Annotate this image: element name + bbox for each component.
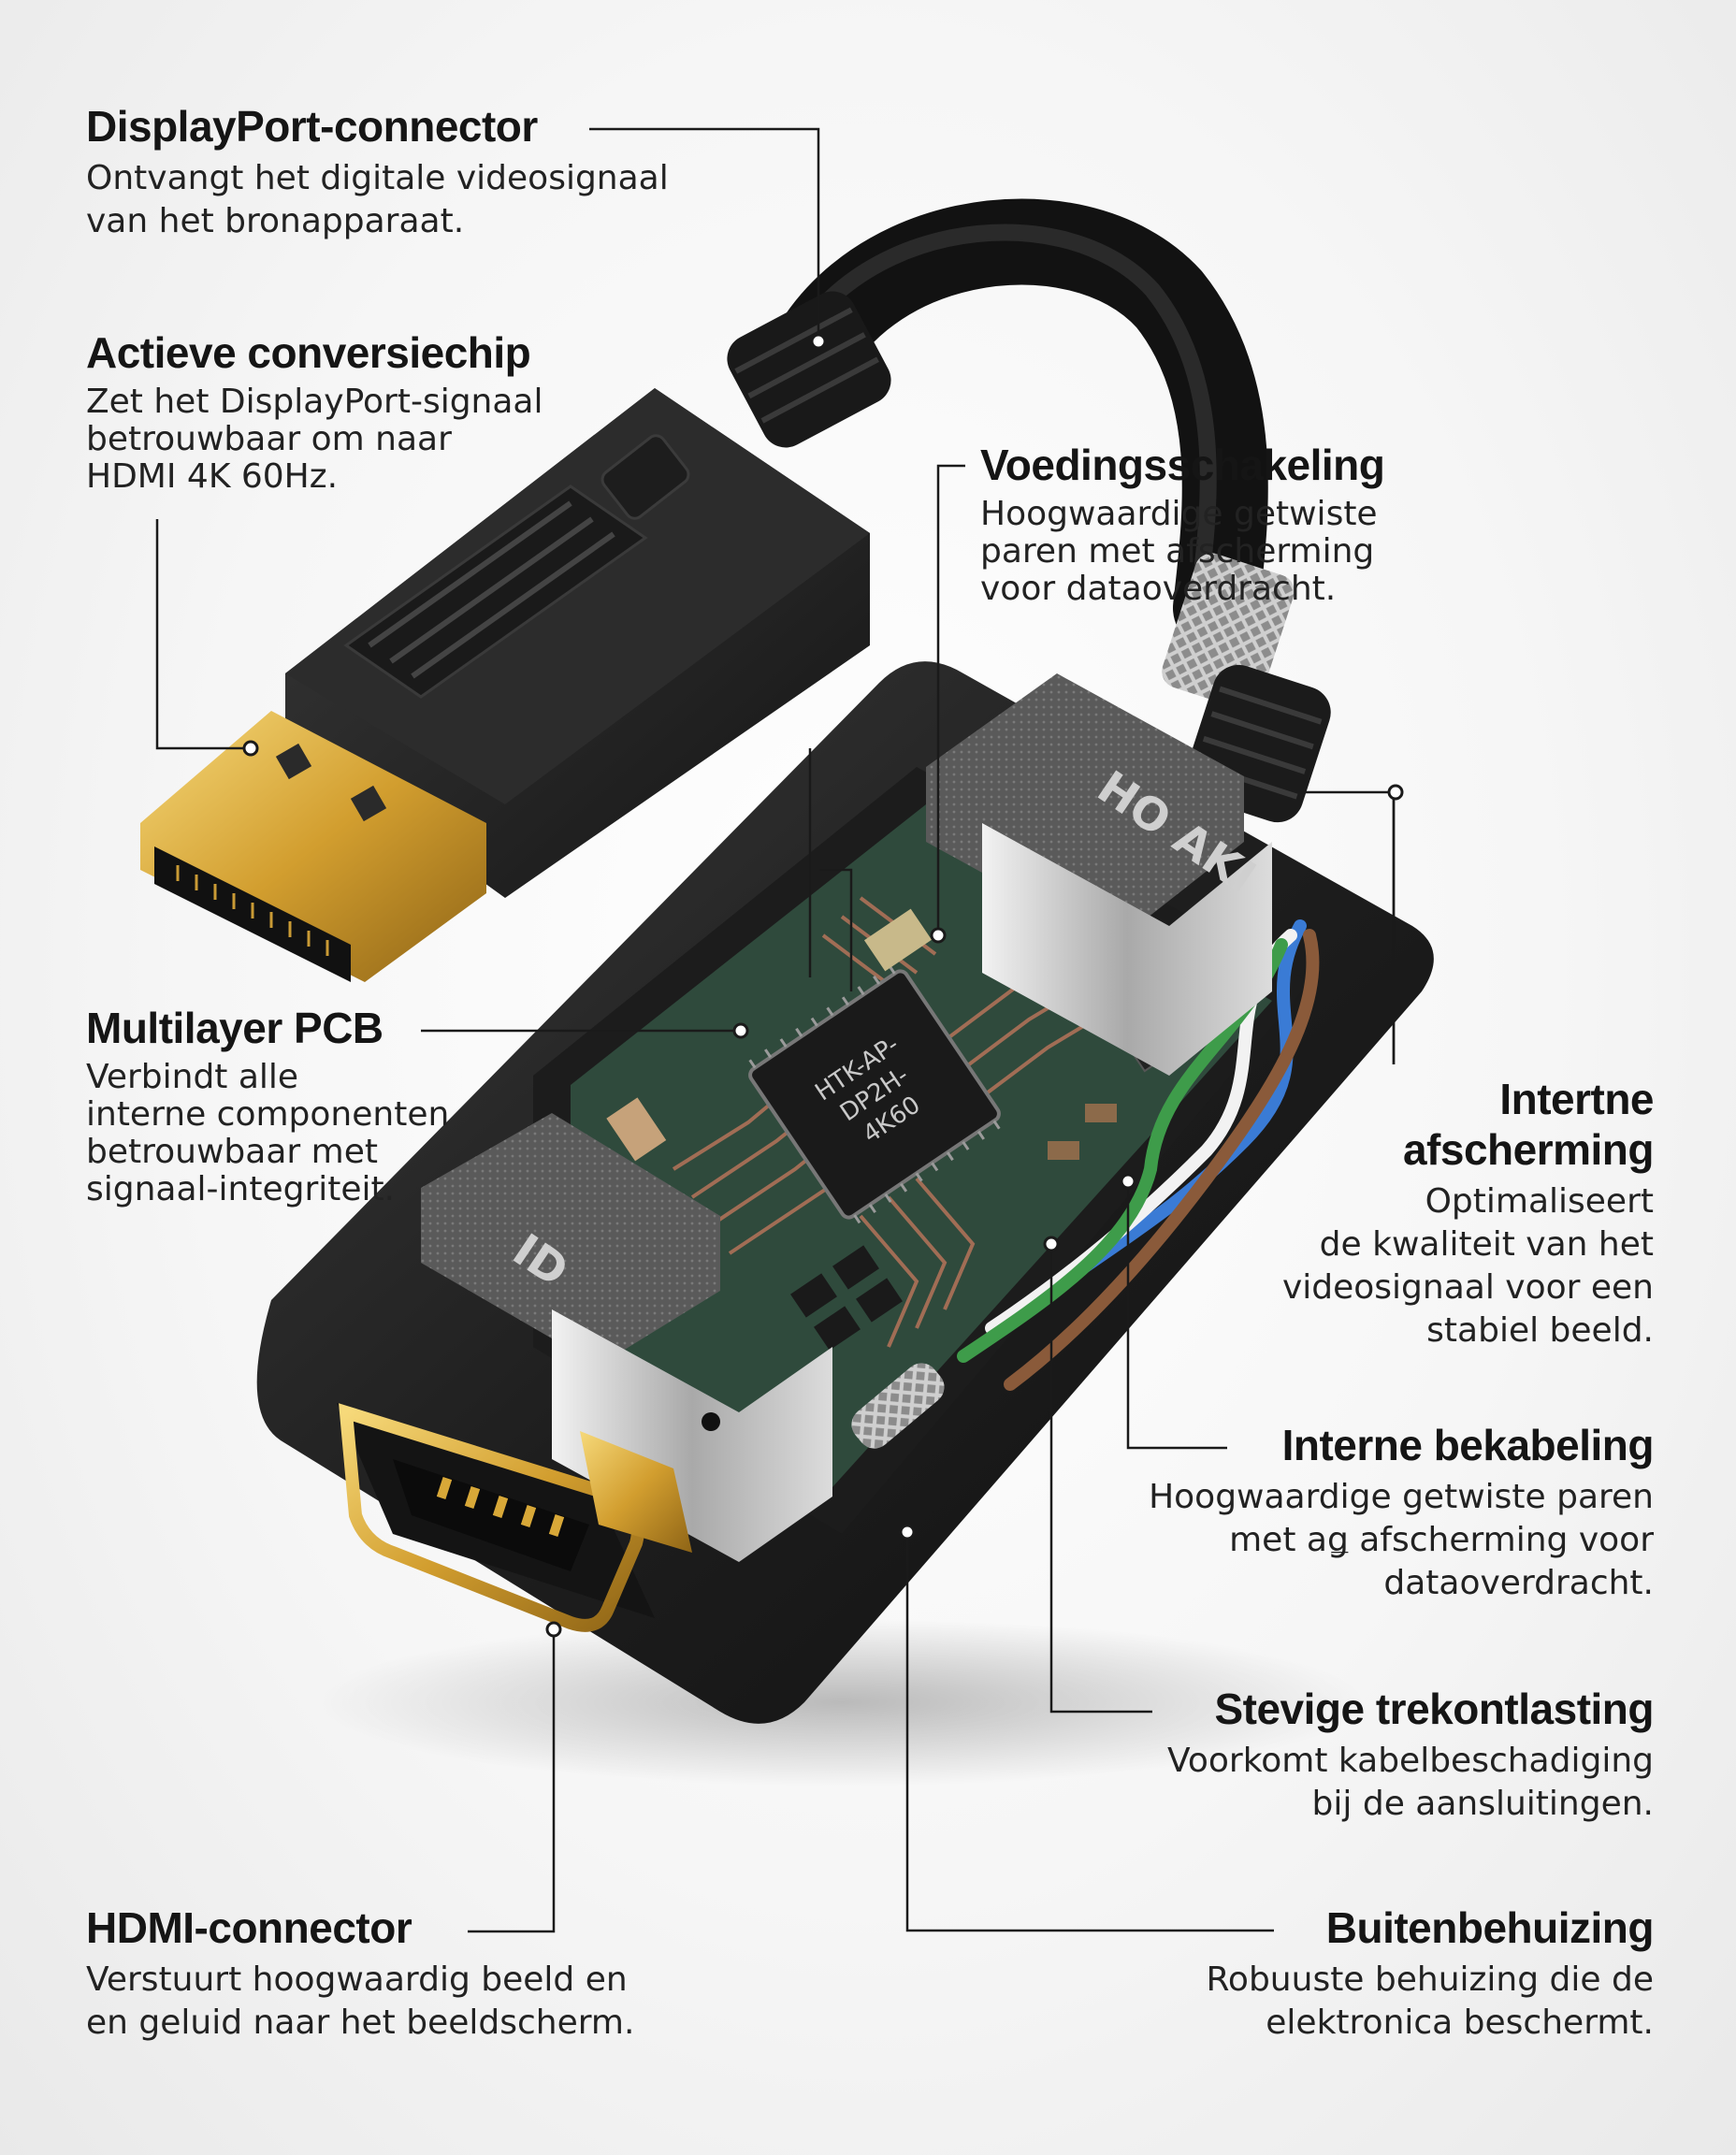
dp-gold-shell [140,711,486,982]
plug-grip [343,485,648,699]
callout-text: Hoogwaardige getwiste paren met aǥ afsch… [1149,1478,1654,1602]
drop-shadow [318,1618,1366,1786]
callout-title: Buitenbehuizing [1325,1903,1655,1952]
callout-text: Robuuste behuizing die de elektronica be… [1206,1960,1654,2042]
bottom-shield-cap: ID [421,1113,832,1562]
callout-title: Stevige trekontlasting [1214,1685,1654,1733]
callout-displayport-connector: DisplayPort-connector Ontvangt het digit… [86,101,669,243]
leader-wiring [1126,1181,1227,1450]
callout-voedingsschakeling: Voedingsschakeling Hoogwaardige getwiste… [980,440,1385,608]
leader-hdmi [468,1629,556,1933]
callout-buitenbehuizing: Buitenbehuizing Robuuste behuizing die d… [1206,1902,1655,2045]
callout-text: Hoogwaardige getwiste paren met afscherm… [980,495,1378,608]
callout-title: HDMI-connector [86,1903,412,1952]
callout-title: Voedingsschakeling [980,441,1385,489]
callout-interne-afscherming: Intertne afscherming Optimaliseert de kw… [1242,1074,1655,1352]
leader-displayport [589,127,820,341]
callout-title: Actieve conversiechip [86,328,531,377]
top-shield-cap: HO AKI [926,673,1272,1076]
braided-shield [1162,553,1295,710]
callout-text: Optimaliseert de kwaliteit van het video… [1281,1182,1654,1350]
displayport-plug [140,388,870,982]
callout-title: DisplayPort-connector [86,102,538,151]
callout-text: Voorkomt kabelbeschadiging bij de aanslu… [1167,1742,1654,1823]
leader-power [936,464,965,935]
callout-multilayer-pcb: Multilayer PCB Verbindt alle interne com… [86,1003,449,1208]
conversion-chip: HTK-AP- DP2H- 4K60 [748,964,1001,1224]
callout-text: Zet het DisplayPort-signaal betrouwbaar … [86,383,543,496]
callout-interne-bekabeling: Interne bekabeling Hoogwaardige getwiste… [1149,1420,1654,1605]
plug-latch-window [600,434,690,520]
strain-relief-dp [727,291,891,448]
leader-chip [155,519,251,750]
cable [727,198,1331,823]
wire-braid [851,1363,945,1449]
callout-hdmi-connector: HDMI-connector Verstuurt hoogwaardig bee… [86,1902,634,2045]
callout-title: Multilayer PCB [86,1004,383,1052]
callout-text: Ontvangt het digitale videosignaal van h… [86,159,669,240]
leader-lines [155,127,1396,1933]
callout-text: Verbindt alle interne componenten betrou… [86,1058,450,1208]
callout-text: Verstuurt hoogwaardig beeld en en geluid… [86,1960,635,2042]
leader-chip-inner-2 [819,868,853,991]
leader-strain [1049,1244,1152,1714]
adapter-housing: HTK-AP- DP2H- 4K60 [256,661,1434,1724]
callout-title: Intertne afscherming [1402,1075,1655,1174]
callout-stevige-trekontlasting: Stevige trekontlasting Voorkomt kabelbes… [1167,1684,1654,1826]
hdmi-port [337,1403,692,1632]
leader-housing [905,1532,1274,1932]
leader-dots [242,333,1404,1638]
callout-actieve-conversiechip: Actieve conversiechip Zet het DisplayPor… [86,327,543,496]
callout-title: Interne bekabeling [1281,1421,1655,1469]
